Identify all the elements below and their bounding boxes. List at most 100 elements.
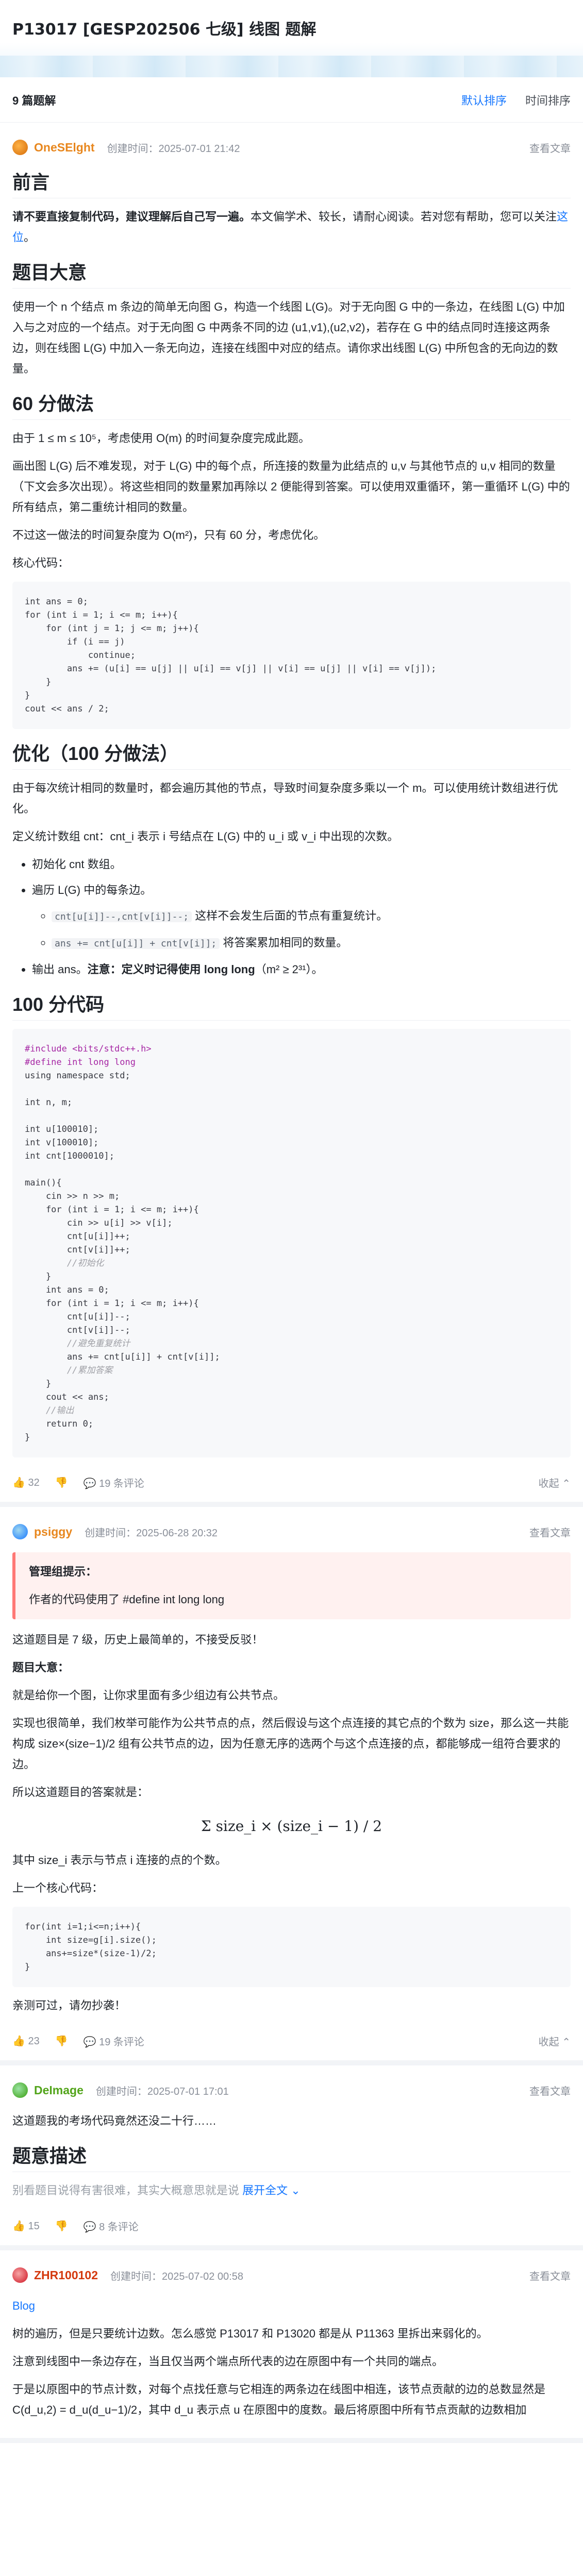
code-line: continue; [25, 650, 136, 660]
blog-link[interactable]: Blog [12, 2299, 36, 2312]
thumb-down-icon[interactable]: 👎 [55, 1477, 68, 1488]
paragraph: 由于 1 ≤ m ≤ 10⁵，考虑使用 O(m) 的时间复杂度完成此题。 [12, 432, 310, 445]
step-list: 初始化 cnt 数组。 遍历 L(G) 中的每条边。 cnt[u[i]]--,c… [32, 854, 571, 980]
code-line [25, 1082, 558, 1096]
sort-default-button[interactable]: 默认排序 [461, 94, 507, 107]
code-line: using namespace std; [25, 1071, 130, 1081]
code-line: for (int j = 1; j <= m; j++){ [25, 623, 199, 634]
code-line [25, 1163, 558, 1176]
like-count: 15 [28, 2220, 40, 2232]
sub-list: cnt[u[i]]--,cnt[v[i]]--; 这样不会发生后面的节点有重复统… [52, 906, 571, 954]
comment-icon: 💬 [83, 1478, 96, 1489]
comment-icon: 💬 [83, 2221, 96, 2233]
author-name[interactable]: ZHR100102 [34, 2268, 98, 2282]
code-line: //避免重复统计 [25, 1338, 130, 1349]
code-line: int ans = 0; [25, 597, 88, 607]
text: 本文偏学术、较长，请耐心阅读。若对您有帮助，您可以关注 [251, 210, 557, 223]
comment-button[interactable]: 💬 19 条评论 [84, 1475, 144, 1490]
thumb-down-icon[interactable]: 👎 [55, 2035, 68, 2047]
code-block[interactable]: for(int i=1;i<=n;i++){ int size=g[i].siz… [12, 1907, 571, 1987]
post-time: 创建时间：2025-07-01 21:42 [107, 143, 240, 155]
code-line: //初始化 [25, 1258, 104, 1268]
collapse-button[interactable]: 收起 ⌃ [539, 2033, 571, 2048]
paragraph: 所以这道题目的答案就是： [12, 1786, 149, 1799]
view-article-link[interactable]: 查看文章 [529, 1527, 571, 1539]
paragraph: 请不要直接复制代码，建议理解后自己写一遍。本文偏学术、较长，请耐心阅读。若对您有… [12, 207, 571, 248]
avatar[interactable] [12, 140, 28, 155]
collapse-button[interactable]: 收起 ⌃ [539, 1475, 571, 1490]
code-line: cin >> n >> m; [25, 1191, 120, 1201]
page-header: P13017 [GESP202506 七级] 线图 题解 [0, 0, 583, 77]
paragraph: 画出图 L(G) 后不难发现，对于 L(G) 中的每个点，所连接的数量为此结点的… [12, 460, 570, 514]
paragraph: 由于每次统计相同的数量时，都会遍历其他的节点，导致时间复杂度多乘以一个 m。可以… [12, 782, 558, 815]
paragraph: 注意到线图中一条边存在，当且仅当两个端点所代表的边在原图中有一个共同的端点。 [12, 2355, 444, 2368]
like-button[interactable]: 👍 32 [12, 1476, 40, 1489]
like-count: 32 [28, 1477, 40, 1488]
code-line: } [25, 1962, 30, 1972]
text: 遍历 L(G) 中的每条边。 [32, 884, 152, 896]
author-name[interactable]: psiggy [34, 1524, 73, 1538]
author-name[interactable]: DeImage [34, 2083, 84, 2097]
expand-button[interactable]: 展开全文 ⌄ [242, 2184, 301, 2197]
post-time: 创建时间：2025-07-02 00:58 [110, 2270, 243, 2282]
code-block[interactable]: #include <bits/stdc++.h>#define int long… [12, 1029, 571, 1458]
thumb-up-icon: 👍 [12, 2035, 25, 2047]
code-line: int u[100010]; [25, 1124, 99, 1134]
code-line: } [25, 1432, 30, 1443]
post-body: 前言 请不要直接复制代码，建议理解后自己写一遍。本文偏学术、较长，请耐心阅读。若… [12, 172, 571, 1458]
solution-post: psiggy 创建时间：2025-06-28 20:32 查看文章 管理组提示：… [0, 1507, 583, 2065]
sort-time-button[interactable]: 时间排序 [525, 94, 571, 107]
view-article-link[interactable]: 查看文章 [529, 143, 571, 155]
comment-button[interactable]: 💬 19 条评论 [84, 2033, 144, 2048]
section-heading: 前言 [12, 172, 571, 198]
code-line: } [25, 677, 52, 687]
comment-button[interactable]: 💬 8 条评论 [84, 2218, 139, 2233]
faded-preview: 别看题目说得有害很难，其实大概意思就是说 [12, 2184, 240, 2197]
section-heading: 题目大意 [12, 262, 571, 289]
solution-page: P13017 [GESP202506 七级] 线图 题解 9 篇题解 默认排序 … [0, 0, 583, 2443]
code-line: cnt[u[i]]++; [25, 1231, 130, 1242]
code-line: cin >> u[i] >> v[i]; [25, 1218, 173, 1228]
code-line: int ans = 0; [25, 1285, 109, 1295]
like-button[interactable]: 👍 15 [12, 2219, 40, 2232]
solution-post: OneSElght 创建时间：2025-07-01 21:42 查看文章 前言 … [0, 123, 583, 1507]
post-actions: 👍 15 👎 💬 8 条评论 [12, 2216, 571, 2235]
inline-code: ans += cnt[u[i]] + cnt[v[i]]; [52, 938, 220, 949]
code-line: for (int i = 1; i <= m; i++){ [25, 610, 178, 620]
post-time: 创建时间：2025-07-01 17:01 [95, 2086, 229, 2097]
view-article-link[interactable]: 查看文章 [529, 2270, 571, 2282]
code-line: int n, m; [25, 1097, 73, 1108]
collapse-label: 收起 [538, 1478, 559, 1489]
solution-post: DeImage 创建时间：2025-07-01 17:01 查看文章 这道题我的… [0, 2065, 583, 2250]
code-block[interactable]: int ans = 0; for (int i = 1; i <= m; i++)… [12, 582, 571, 729]
section-heading: 优化（100 分做法） [12, 743, 571, 770]
paragraph: 其中 size_i 表示与节点 i 连接的点的个数。 [12, 1854, 227, 1867]
list-item: 初始化 cnt 数组。 [32, 854, 571, 875]
thumb-down-icon[interactable]: 👎 [55, 2220, 68, 2232]
avatar[interactable] [12, 2267, 28, 2283]
code-line: cnt[v[i]]--; [25, 1325, 130, 1335]
code-line: } [25, 1379, 52, 1389]
formula: Σ size_i × (size_i − 1) / 2 [201, 1818, 382, 1835]
notice-title: 管理组提示： [29, 1565, 97, 1578]
post-time: 创建时间：2025-06-28 20:32 [85, 1527, 218, 1539]
paragraph: 亲测可过，请勿抄袭！ [12, 1999, 126, 2012]
code-line: for (int i = 1; i <= m; i++){ [25, 1205, 199, 1215]
view-article-link[interactable]: 查看文章 [529, 2086, 571, 2097]
post-actions: 👍 23 👎 💬 19 条评论 收起 ⌃ [12, 2031, 571, 2050]
like-button[interactable]: 👍 23 [12, 2035, 40, 2047]
post-actions: 👍 32 👎 💬 19 条评论 收起 ⌃ [12, 1473, 571, 1492]
avatar[interactable] [12, 2082, 28, 2098]
post-header: ZHR100102 创建时间：2025-07-02 00:58 查看文章 [12, 2265, 571, 2285]
code-line: } [25, 690, 30, 701]
post-body: 管理组提示： 作者的代码使用了 #define int long long 这道… [12, 1552, 571, 2016]
code-line: int size=g[i].size(); [25, 1935, 157, 1945]
thumb-up-icon: 👍 [12, 1477, 25, 1488]
avatar[interactable] [12, 1524, 28, 1539]
paragraph: 定义统计数组 cnt：cnt_i 表示 i 号结点在 L(G) 中的 u_i 或… [12, 830, 399, 843]
collapse-label: 收起 [538, 2036, 559, 2048]
solutions-toolbar: 9 篇题解 默认排序 时间排序 [0, 77, 583, 123]
follow-link[interactable]: 这位 [12, 210, 569, 244]
author-name[interactable]: OneSElght [34, 140, 95, 154]
code-line: main(){ [25, 1178, 62, 1188]
